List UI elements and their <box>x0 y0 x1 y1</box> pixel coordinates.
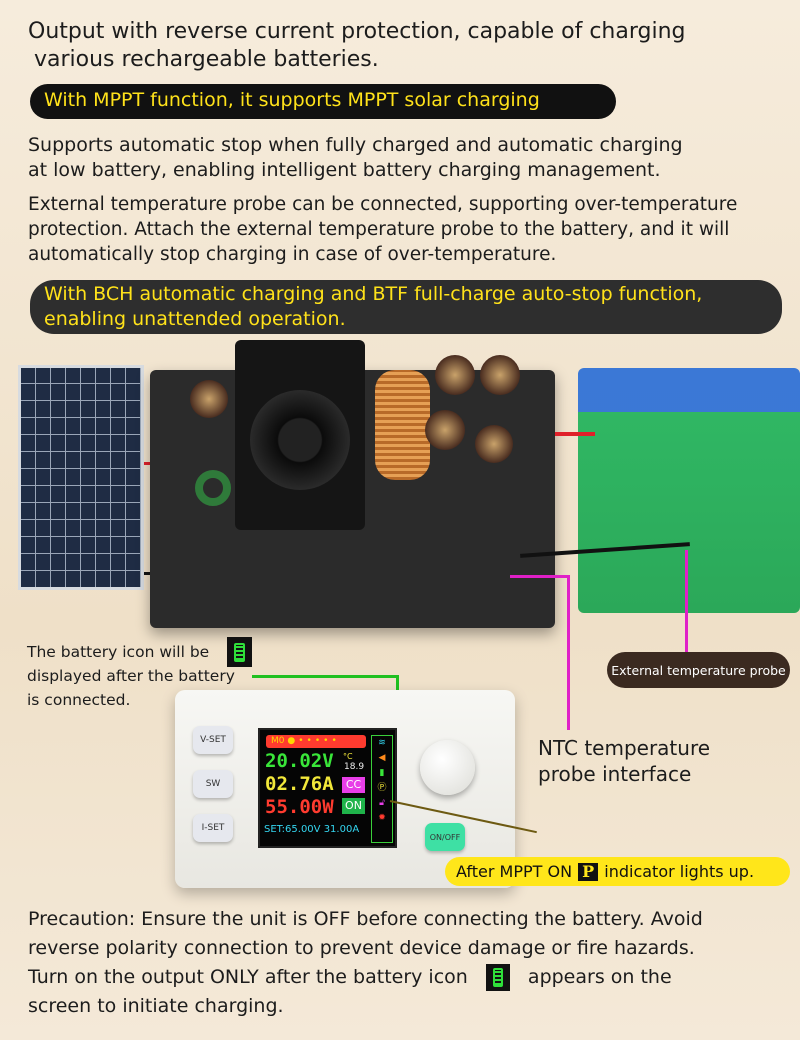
heading-line: Output with reverse current protection, … <box>28 19 686 44</box>
converter-board-image <box>150 340 555 628</box>
inductor-coil <box>375 370 430 480</box>
set-readout: SET:65.00V 31.00A <box>264 824 360 835</box>
mode-label: M0 <box>271 736 285 746</box>
temperature-readout: 18.9 <box>344 762 365 772</box>
text-line: External temperature probe can be connec… <box>28 194 738 215</box>
adjust-knob[interactable] <box>420 740 475 795</box>
ntc-wire <box>510 575 570 578</box>
text-line: NTC temperature <box>538 736 711 760</box>
text-line: Turn on the output ONLY after the batter… <box>28 963 703 992</box>
battery-icon <box>227 637 252 667</box>
mode-bar: M0 ●••••• <box>266 735 366 748</box>
battery-red-wire <box>555 432 595 436</box>
onoff-button[interactable]: ON/OFF <box>425 823 465 851</box>
control-module: V-SET SW I-SET ON/OFF M0 ●••••• 20.02V 0… <box>175 690 515 888</box>
iset-button[interactable]: I-SET <box>193 814 233 842</box>
mppt-banner: With MPPT function, it supports MPPT sol… <box>30 84 616 119</box>
text-line: screen to initiate charging. <box>28 995 284 1017</box>
text-line: With BCH automatic charging and BTF full… <box>44 283 703 305</box>
text-line: Supports automatic stop when fully charg… <box>28 134 683 156</box>
vset-button[interactable]: V-SET <box>193 726 233 754</box>
sw-button[interactable]: SW <box>193 770 233 798</box>
mppt-p-icon: Ⓟ <box>377 783 387 793</box>
lcd-screen: M0 ●••••• 20.02V 02.76A 55.00W °C 18.9 C… <box>258 728 397 848</box>
probe-wire <box>685 550 688 655</box>
toroid <box>195 470 231 506</box>
output-on-indicator: ON <box>342 798 365 814</box>
ntc-label: NTC temperature probe interface <box>538 735 710 787</box>
battery-status-icon: ▮ <box>379 768 385 778</box>
heading: Output with reverse current protection, … <box>28 18 686 74</box>
bch-banner: With BCH automatic charging and BTF full… <box>30 280 782 334</box>
text-line: automatically stop charging in case of o… <box>28 244 557 265</box>
text-line: displayed after the battery <box>27 667 235 685</box>
sun-icon: ✹ <box>378 813 386 823</box>
auto-stop-paragraph: Supports automatic stop when fully charg… <box>28 133 683 183</box>
text-line: at low battery, enabling intelligent bat… <box>28 159 661 181</box>
mppt-note: After MPPT ON P indicator lights up. <box>445 857 790 886</box>
power-readout: 55.00W <box>265 796 334 818</box>
solar-panel-image <box>18 365 144 590</box>
text-part: appears on the <box>527 966 672 988</box>
mppt-p-icon: P <box>577 862 600 882</box>
text-part: Turn on the output ONLY after the batter… <box>28 966 468 988</box>
temperature-paragraph: External temperature probe can be connec… <box>28 192 737 267</box>
voltage-readout: 20.02V <box>265 750 334 772</box>
text-line: protection. Attach the external temperat… <box>28 219 730 240</box>
text-part: indicator lights up. <box>604 862 755 881</box>
text-line: Precaution: Ensure the unit is OFF befor… <box>28 908 703 930</box>
text-line: probe interface <box>538 762 692 786</box>
fan-heatsink <box>235 340 365 530</box>
cc-indicator: CC <box>342 777 365 793</box>
temperature-unit: °C <box>343 752 353 761</box>
text-line: The battery icon will be <box>27 643 210 661</box>
current-readout: 02.76A <box>265 773 334 795</box>
external-probe-label: External temperature probe <box>607 652 790 688</box>
battery-image <box>578 368 800 613</box>
text-line: reverse polarity connection to prevent d… <box>28 937 695 959</box>
heading-line: various rechargeable batteries. <box>34 47 379 72</box>
wifi-icon: ≋ <box>378 738 386 748</box>
text-line: is connected. <box>27 691 131 709</box>
lock-icon: 🔓︎ <box>379 798 385 808</box>
battery-pointer-line <box>252 675 399 678</box>
battery-icon <box>485 964 510 991</box>
status-icon-column: ≋ ◀ ▮ Ⓟ 🔓︎ ✹ <box>371 735 393 843</box>
text-line: enabling unattended operation. <box>44 308 346 330</box>
ntc-lead <box>567 575 570 730</box>
speaker-icon: ◀ <box>378 753 386 763</box>
text-part: After MPPT ON <box>456 862 573 881</box>
battery-note: The battery icon will be displayed after… <box>27 640 235 712</box>
precaution: Precaution: Ensure the unit is OFF befor… <box>28 905 703 1021</box>
